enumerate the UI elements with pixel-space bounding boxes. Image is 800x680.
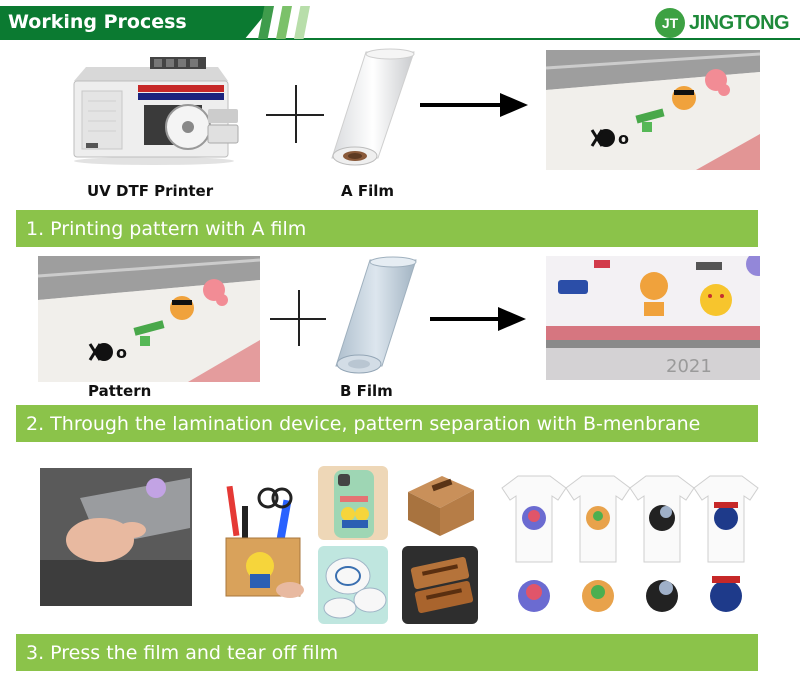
header: Working Process JT JINGTONG [0,0,800,44]
arrow-right-icon [430,307,526,331]
arrow-right-icon [420,93,528,117]
printed-a-film-photo: o [546,50,760,170]
pen-holder-photo [222,482,308,600]
printer-caption: UV DTF Printer [87,182,214,200]
a-film-roll-image [328,48,418,168]
phone-case-photo [318,466,388,540]
wooden-tags-photo [402,546,478,624]
peeling-film-photo [40,468,192,606]
step-3-banner: 3. Press the film and tear off film [16,634,758,671]
header-stripe [294,6,310,39]
logo-mark-icon: JT [655,8,685,38]
step-2-banner: 2. Through the lamination device, patter… [16,405,758,442]
tshirt-prints-photo [496,466,766,626]
svg-text:2021: 2021 [666,356,712,377]
logo-text: JINGTONG [689,11,790,34]
svg-text:o: o [116,343,127,362]
a-film-caption: A Film [341,182,394,200]
printer-image [68,55,240,165]
step-3-label: 3. Press the film and tear off film [26,641,339,664]
b-film-roll-image [330,254,420,378]
plus-icon [266,85,324,143]
header-rule [0,38,800,40]
brand-logo: JT JINGTONG [655,8,790,38]
page-title: Working Process [8,11,187,33]
header-title-bar [0,6,272,39]
b-film-caption: B Film [340,382,393,400]
svg-text:o: o [618,129,629,148]
header-stripe [276,6,292,39]
ceramic-plates-photo [318,546,388,624]
step-1-banner: 1. Printing pattern with A film [16,210,758,247]
step-2-label: 2. Through the lamination device, patter… [26,412,701,435]
laminated-pattern-photo: 2021 [546,256,760,380]
gift-box-photo [402,466,478,540]
pattern-caption: Pattern [88,382,152,400]
plus-icon [270,290,326,346]
pattern-photo: o [38,256,260,382]
step-1-label: 1. Printing pattern with A film [26,217,307,240]
